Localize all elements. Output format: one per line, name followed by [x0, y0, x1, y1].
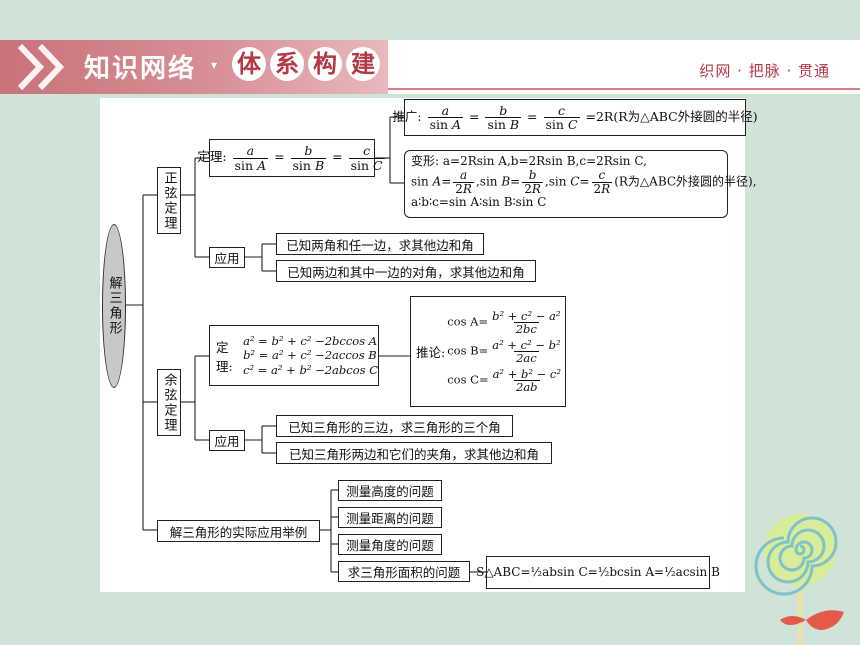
sine-apply-node: 应用: [209, 247, 245, 268]
practical-item: 测量距离的问题: [338, 507, 442, 528]
cosine-corollary-lhs: cos A=: [447, 314, 489, 329]
header-title-char: 系: [270, 47, 304, 81]
double-chevron-icon: [17, 43, 64, 91]
cosine-corollary-lhs: cos B=: [447, 343, 489, 358]
practical-label: 解三角形的实际应用举例: [169, 524, 308, 540]
sine-apply-label: 应用: [214, 251, 240, 266]
root-node-label: 解三角形: [106, 276, 122, 336]
practical-item-text: 测量高度的问题: [346, 484, 434, 499]
practical-item: 测量高度的问题: [338, 480, 442, 501]
cosine-apply-item: 已知三角形两边和它们的夹角，求其他边和角: [276, 442, 552, 464]
cosine-theorem-box: 定理: a² = b² + c² −2bccos A b² = a² + c² …: [209, 325, 379, 386]
cosine-apply-item-text: 已知三角形两边和它们的夹角，求其他边和角: [288, 446, 539, 462]
cosine-law-label: 余弦定理: [161, 372, 177, 433]
header-title-separator: ▾: [211, 58, 218, 72]
header-tagline: 织网 · 把脉 · 贯通: [699, 62, 830, 80]
cosine-formula: c² = a² + b² −2abcos C: [243, 362, 378, 377]
practical-item: 测量角度的问题: [338, 534, 442, 555]
header-underline: [388, 88, 860, 90]
cosine-corollary-label: 推论:: [416, 345, 446, 360]
sine-theorem-label: 定理:: [197, 149, 227, 165]
practical-node: 解三角形的实际应用举例: [157, 520, 320, 542]
cosine-apply-label: 应用: [214, 434, 240, 449]
practical-item: 求三角形面积的问题: [338, 561, 470, 582]
area-formula: S△ABC=½absin C=½bcsin A=½acsin B: [476, 565, 720, 579]
header-title-char: 构: [308, 47, 342, 81]
sine-apply-item-text: 已知两角和任一边，求其他边和角: [286, 237, 474, 253]
sine-apply-item: 已知两边和其中一边的对角，求其他边和角: [276, 260, 536, 282]
sine-law-label: 正弦定理: [161, 170, 177, 231]
cosine-apply-item-text: 已知三角形的三边，求三角形的三个角: [288, 419, 501, 435]
root-node: 解三角形: [102, 224, 126, 388]
sine-transform-line3: a∶b∶c=sin A∶sin B∶sin C: [411, 195, 547, 210]
lollipop-decoration-icon: [754, 514, 844, 643]
header-title-char: 建: [346, 47, 380, 81]
sine-apply-item-text: 已知两边和其中一边的对角，求其他边和角: [287, 264, 525, 280]
cosine-corollary-num: b² + c² − a²: [492, 308, 561, 323]
cosine-corollary-num: a² + c² − b²: [492, 337, 561, 352]
cosine-apply-node: 应用: [209, 430, 245, 451]
sine-extension-tail: =2R(R为△ABC外接圆的半径): [585, 109, 758, 124]
sine-law-node: 正弦定理: [157, 167, 181, 234]
practical-item-text: 测量角度的问题: [346, 538, 434, 553]
header-title-main: 知识网络: [84, 54, 197, 84]
cosine-apply-item: 已知三角形的三边，求三角形的三个角: [276, 415, 513, 437]
header-title-char: 体: [232, 47, 266, 81]
cosine-law-node: 余弦定理: [157, 369, 181, 436]
cosine-theorem-label: 定理:: [216, 339, 233, 374]
sine-transform-line2-tail: (R为△ABC外接圆的半径),: [614, 174, 757, 189]
practical-item-text: 求三角形面积的问题: [347, 565, 461, 580]
sine-apply-item: 已知两角和任一边，求其他边和角: [276, 233, 484, 255]
cosine-corollary-num: a² + b² − c²: [492, 367, 561, 382]
cosine-formula: a² = b² + c² −2bccos A: [243, 333, 378, 348]
cosine-corollary-den: 2ab: [514, 380, 540, 395]
sine-transform-label: 变形:: [411, 154, 440, 168]
cosine-corollary-den: 2bc: [513, 321, 539, 336]
sine-transform-box: 变形: a=2Rsin A,b=2Rsin B,c=2Rsin C, sin A…: [404, 150, 757, 218]
cosine-corollary-lhs: cos C=: [447, 372, 489, 387]
practical-item-text: 测量距离的问题: [346, 511, 434, 526]
cosine-formula: b² = a² + c² −2accos B: [243, 348, 377, 363]
sine-extension-label: 推广:: [392, 109, 422, 124]
cosine-corollary-den: 2ac: [514, 351, 539, 365]
area-formula-box: S△ABC=½absin C=½bcsin A=½acsin B: [476, 556, 720, 589]
sine-transform-line1: a=2Rsin A,b=2Rsin B,c=2Rsin C,: [442, 154, 647, 168]
